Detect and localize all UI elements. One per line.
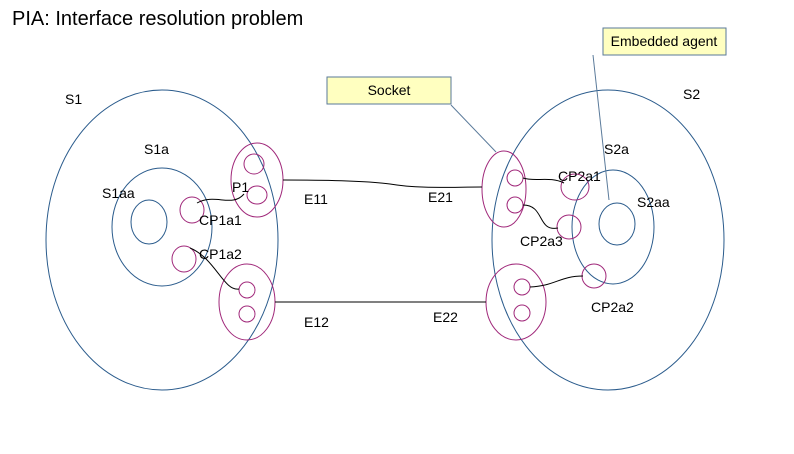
label-s2a: S2a bbox=[604, 141, 629, 157]
port-cp2a3 bbox=[556, 214, 582, 240]
port-p1-bottom bbox=[246, 185, 268, 205]
system-s2a-boundary bbox=[571, 169, 655, 285]
socket-e22 bbox=[485, 263, 547, 341]
label-cp1a1: CP1a1 bbox=[199, 212, 242, 228]
label-p1: P1 bbox=[232, 179, 249, 195]
socket-callout-box bbox=[326, 76, 452, 105]
wire-e22-cp2a2 bbox=[529, 275, 584, 288]
port-e21-top bbox=[506, 169, 524, 187]
system-s2-boundary bbox=[491, 89, 725, 391]
port-cp1a1 bbox=[179, 196, 205, 224]
system-s2aa-boundary bbox=[598, 202, 636, 246]
label-e12: E12 bbox=[304, 314, 329, 330]
label-e21: E21 bbox=[428, 189, 453, 205]
embedded-agent-callout-label: Embedded agent bbox=[611, 33, 718, 49]
port-lower-left-bottom bbox=[238, 305, 256, 323]
wire-e21-cp2a3 bbox=[522, 204, 559, 229]
wire-e21-cp2a1 bbox=[522, 177, 565, 184]
label-e11: E11 bbox=[304, 191, 328, 207]
port-e21-bottom bbox=[506, 196, 524, 214]
port-lower-left-top bbox=[238, 281, 256, 299]
diagram-title: PIA: Interface resolution problem bbox=[12, 8, 303, 30]
system-s1a-boundary bbox=[111, 167, 213, 287]
port-p1-top bbox=[243, 153, 265, 175]
port-cp1a2 bbox=[171, 245, 197, 273]
link-e11-e21 bbox=[282, 179, 483, 188]
port-e22-bottom bbox=[513, 304, 531, 322]
wire-cp1a2-socket bbox=[189, 247, 240, 290]
label-cp2a2: CP2a2 bbox=[591, 299, 634, 315]
socket-callout-pointer bbox=[450, 104, 497, 153]
label-s1a: S1a bbox=[144, 141, 169, 157]
port-cp2a2 bbox=[581, 263, 607, 289]
socket-callout-label: Socket bbox=[368, 82, 411, 98]
system-s1aa-boundary bbox=[130, 199, 168, 245]
label-s1: S1 bbox=[65, 91, 82, 107]
label-e22: E22 bbox=[433, 309, 458, 325]
label-s1aa: S1aa bbox=[102, 185, 135, 201]
wire-cp1a1-p1 bbox=[196, 193, 245, 204]
label-cp2a1: CP2a1 bbox=[558, 168, 601, 184]
label-s2aa: S2aa bbox=[637, 194, 670, 210]
system-s1-boundary bbox=[45, 89, 279, 391]
port-e22-top bbox=[513, 278, 531, 296]
label-cp2a3: CP2a3 bbox=[520, 233, 563, 249]
embedded-agent-callout-pointer bbox=[592, 54, 610, 201]
socket-lower-left bbox=[218, 263, 276, 341]
label-cp1a2: CP1a2 bbox=[199, 246, 242, 262]
embedded-agent-callout-box bbox=[602, 27, 727, 56]
port-cp2a1 bbox=[560, 173, 590, 201]
label-s2: S2 bbox=[683, 86, 700, 102]
socket-e21 bbox=[481, 150, 527, 228]
